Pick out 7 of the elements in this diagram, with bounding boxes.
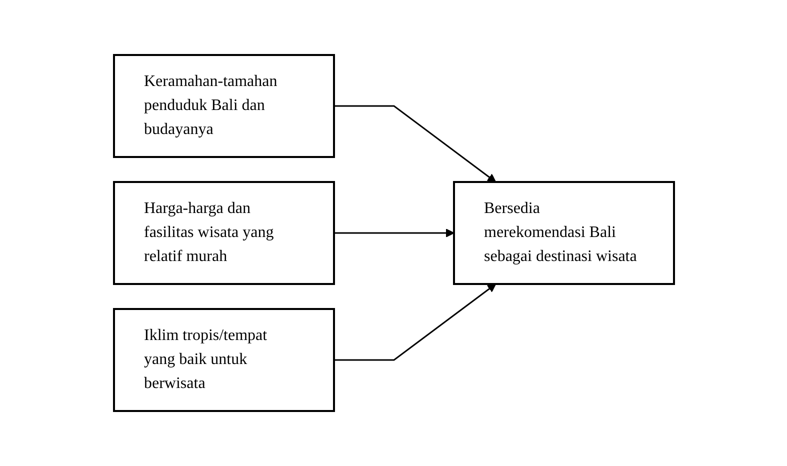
node-box: Keramahan-tamahan penduduk Bali dan budayanya [112,54,334,158]
node-box: Harga-harga dan fasilitas wisata yang relatif murah [112,181,334,285]
arrow [334,284,496,361]
node-box: Bersedia merekomendasi Bali sebagai destinasi wisata [452,181,674,285]
node-box: Iklim tropis/tempat yang baik untuk berwisata [112,308,334,412]
arrow [334,228,454,238]
arrow [334,105,496,182]
